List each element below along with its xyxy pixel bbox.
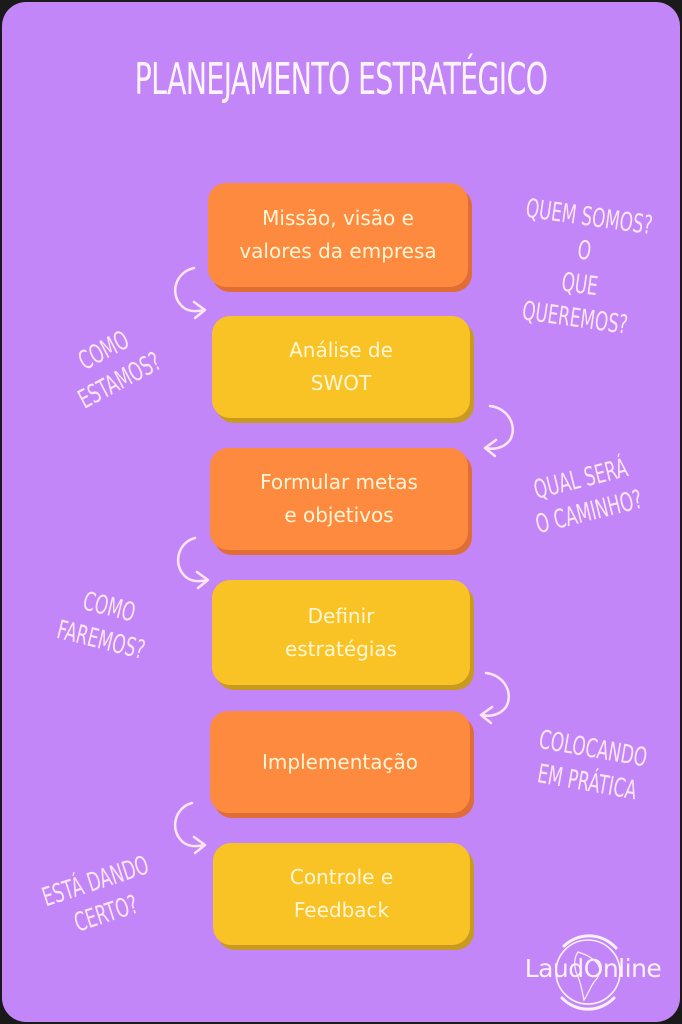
note-putting-into-practice: Colocando em prática <box>535 725 650 807</box>
note-who-are-we: Quem somos? O que queremos? <box>520 193 655 341</box>
curved-arrow-icon <box>479 671 511 725</box>
step-label: Implementação <box>262 749 418 774</box>
step-define-strategies: Definir estratégias <box>212 580 470 685</box>
logo-text: LaudOnline <box>524 954 662 983</box>
step-label: Formular metas e objetivos <box>260 470 418 527</box>
note-which-path: Qual será o caminho? <box>530 453 646 541</box>
step-label: Missão, visão e valores da empresa <box>239 206 437 263</box>
globe-icon <box>555 934 621 1011</box>
curved-arrow-icon <box>483 404 515 458</box>
note-how-will-we: Como faremos? <box>53 586 148 666</box>
page-title: Planejamento estratégico <box>134 54 548 105</box>
curved-arrow-icon <box>176 536 210 590</box>
note-is-it-working: Está dando certo? <box>38 850 153 939</box>
curved-arrow-icon <box>173 801 207 855</box>
curved-arrow-icon <box>174 266 207 320</box>
step-mission-vision-values: Missão, visão e valores da empresa <box>208 183 468 287</box>
step-goals-objectives: Formular metas e objetivos <box>210 448 468 550</box>
note-how-are-we: Como estamos? <box>73 325 167 416</box>
step-label: Definir estratégias <box>284 603 398 661</box>
step-swot-analysis: Análise de SWOT <box>212 316 470 418</box>
laudonline-logo: LaudOnline <box>518 932 668 1012</box>
step-label: Controle e Feedback <box>289 865 394 922</box>
step-implementation: Implementação <box>210 711 470 813</box>
step-control-feedback: Controle e Feedback <box>213 843 470 945</box>
step-label: Análise de SWOT <box>289 338 393 395</box>
